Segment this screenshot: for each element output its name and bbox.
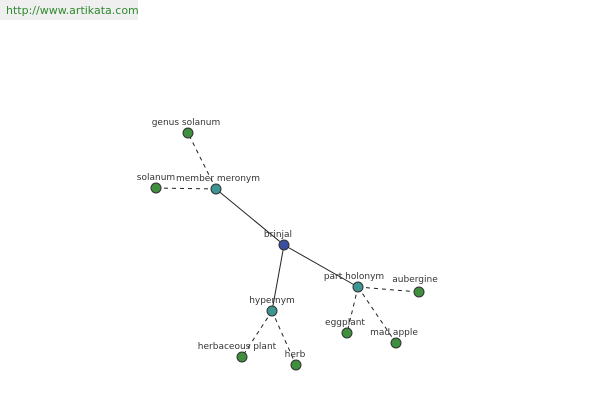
edge-hypernym-herbaceous-plant	[241, 310, 273, 358]
node-genus-solanum[interactable]	[182, 127, 194, 139]
label-genus-solanum: genus solanum	[152, 118, 221, 128]
label-mad-apple: mad apple	[370, 328, 418, 338]
edge-part-holonym-aubergine	[357, 286, 420, 293]
url-bar: http://www.artikata.com	[0, 0, 139, 20]
label-herbaceous-plant: herbaceous plant	[198, 342, 277, 352]
label-part-holonym: part holonym	[324, 272, 384, 282]
label-solanum: solanum	[137, 173, 175, 183]
edge-part-holonym-mad-apple	[357, 286, 397, 344]
edge-brinjal-part-holonym	[283, 244, 359, 288]
node-member-meronym[interactable]	[210, 183, 222, 195]
edge-brinjal-hypernym	[271, 244, 285, 312]
label-brinjal: brinjal	[264, 230, 292, 240]
label-eggplant: eggplant	[325, 318, 365, 328]
label-herb: herb	[285, 350, 306, 360]
label-hypernym: hypernym	[249, 296, 295, 306]
node-part-holonym[interactable]	[352, 281, 364, 293]
node-aubergine[interactable]	[413, 286, 425, 298]
edge-brinjal-member-meronym	[215, 188, 285, 246]
label-member-meronym: member meronym	[176, 174, 260, 184]
node-solanum[interactable]	[150, 182, 162, 194]
url-link[interactable]: http://www.artikata.com	[6, 4, 139, 17]
node-eggplant[interactable]	[341, 327, 353, 339]
node-herbaceous-plant[interactable]	[236, 351, 248, 363]
node-brinjal[interactable]	[278, 239, 290, 251]
edge-member-meronym-genus-solanum	[187, 132, 217, 190]
node-herb[interactable]	[290, 359, 302, 371]
edge-member-meronym-solanum	[155, 187, 217, 190]
node-mad-apple[interactable]	[390, 337, 402, 349]
edge-hypernym-herb	[271, 310, 297, 366]
label-aubergine: aubergine	[392, 275, 438, 285]
node-hypernym[interactable]	[266, 305, 278, 317]
